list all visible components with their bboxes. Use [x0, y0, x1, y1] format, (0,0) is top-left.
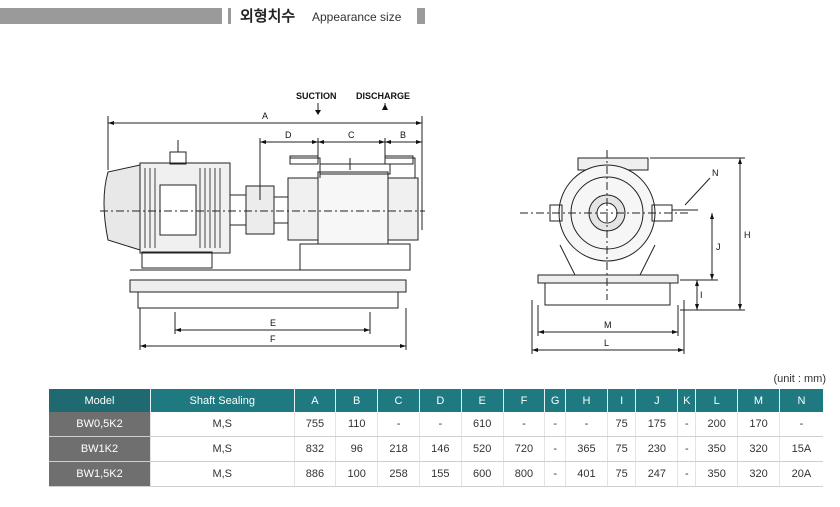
table-row: BW1K2 M,S 832 96 218 146 520 720 - 365 7… — [49, 436, 823, 462]
header-bar-right — [417, 8, 425, 24]
dim-label-e: E — [270, 318, 276, 328]
table-cell: - — [779, 412, 823, 437]
table-cell: 350 — [695, 461, 739, 487]
header-cell: C — [377, 389, 420, 412]
dim-label-i: I — [700, 290, 703, 300]
table-cell: 755 — [294, 412, 337, 437]
unit-note: (unit : mm) — [773, 373, 826, 385]
table-cell: 520 — [461, 436, 504, 462]
header-cell: J — [635, 389, 679, 412]
table-cell: 146 — [419, 436, 462, 462]
table-cell: 100 — [335, 461, 379, 487]
header-cell: B — [335, 389, 379, 412]
table-cell: - — [677, 436, 697, 462]
header-cell: N — [779, 389, 823, 412]
header-cell: G — [544, 389, 567, 412]
model-cell: BW0,5K2 — [49, 412, 151, 437]
table-cell: 800 — [503, 461, 546, 487]
table-cell: - — [544, 412, 567, 437]
table-cell: 258 — [377, 461, 420, 487]
table-cell: 350 — [695, 436, 739, 462]
table-cell: 15A — [779, 436, 823, 462]
table-cell: - — [377, 412, 420, 437]
dim-label-j: J — [716, 242, 721, 252]
table-cell: 720 — [503, 436, 546, 462]
dim-label-n: N — [712, 168, 719, 178]
side-view — [100, 103, 425, 350]
front-view — [520, 150, 745, 354]
table-cell: 75 — [607, 436, 637, 462]
table-cell: 155 — [419, 461, 462, 487]
table-cell: 600 — [461, 461, 504, 487]
header-cell: Model — [49, 389, 151, 412]
header-cell: E — [461, 389, 504, 412]
table-cell: - — [677, 412, 697, 437]
dim-label-f: F — [270, 334, 276, 344]
table-row: BW0,5K2 M,S 755 110 - - 610 - - - 75 175… — [49, 412, 823, 437]
discharge-label: DISCHARGE — [356, 91, 410, 101]
table-row: BW1,5K2 M,S 886 100 258 155 600 800 - 40… — [49, 461, 823, 487]
title-english: Appearance size — [312, 10, 402, 24]
table-cell: 610 — [461, 412, 504, 437]
table-cell: 886 — [294, 461, 337, 487]
dim-label-b: B — [400, 130, 406, 140]
table-cell: 365 — [565, 436, 608, 462]
header-cell: A — [294, 389, 337, 412]
dim-label-m: M — [604, 320, 612, 330]
dim-label-h: H — [744, 230, 751, 240]
dimension-table: Model Shaft Sealing A B C D E F G H I J … — [49, 389, 823, 487]
header-cell: D — [419, 389, 462, 412]
table-cell: 200 — [695, 412, 739, 437]
header-cell: H — [565, 389, 608, 412]
table-cell: - — [544, 436, 567, 462]
table-cell: M,S — [150, 461, 295, 487]
table-cell: 75 — [607, 412, 637, 437]
table-cell: 320 — [737, 461, 780, 487]
table-cell: - — [503, 412, 546, 437]
table-cell: 832 — [294, 436, 337, 462]
title-korean: 외형치수 — [240, 7, 296, 25]
dim-label-l: L — [604, 338, 609, 348]
table-cell: 247 — [635, 461, 679, 487]
table-cell: - — [419, 412, 462, 437]
table-cell: M,S — [150, 412, 295, 437]
dim-label-d: D — [285, 130, 292, 140]
model-cell: BW1K2 — [49, 436, 151, 462]
header-cell: L — [695, 389, 739, 412]
dim-label-c: C — [348, 130, 355, 140]
header-divider — [228, 8, 231, 24]
table-cell: 170 — [737, 412, 780, 437]
table-cell: - — [677, 461, 697, 487]
table-cell: M,S — [150, 436, 295, 462]
table-cell: 110 — [335, 412, 379, 437]
table-cell: - — [544, 461, 567, 487]
suction-label: SUCTION — [296, 91, 337, 101]
dim-label-a: A — [262, 111, 268, 121]
table-header-row: Model Shaft Sealing A B C D E F G H I J … — [49, 389, 823, 412]
table-cell: 230 — [635, 436, 679, 462]
table-cell: 96 — [335, 436, 379, 462]
table-cell: 320 — [737, 436, 780, 462]
header-cell: K — [677, 389, 697, 412]
table-cell: 75 — [607, 461, 637, 487]
table-cell: - — [565, 412, 608, 437]
header-cell: I — [607, 389, 637, 412]
model-cell: BW1,5K2 — [49, 461, 151, 487]
header-cell: F — [503, 389, 546, 412]
pump-dimension-drawing: SUCTION DISCHARGE A D C B E F N H J I M … — [100, 91, 751, 354]
header-cell: M — [737, 389, 780, 412]
header-bar-left — [0, 8, 222, 24]
table-cell: 218 — [377, 436, 420, 462]
table-cell: 401 — [565, 461, 608, 487]
header-cell: Shaft Sealing — [150, 389, 295, 412]
table-cell: 20A — [779, 461, 823, 487]
table-cell: 175 — [635, 412, 679, 437]
